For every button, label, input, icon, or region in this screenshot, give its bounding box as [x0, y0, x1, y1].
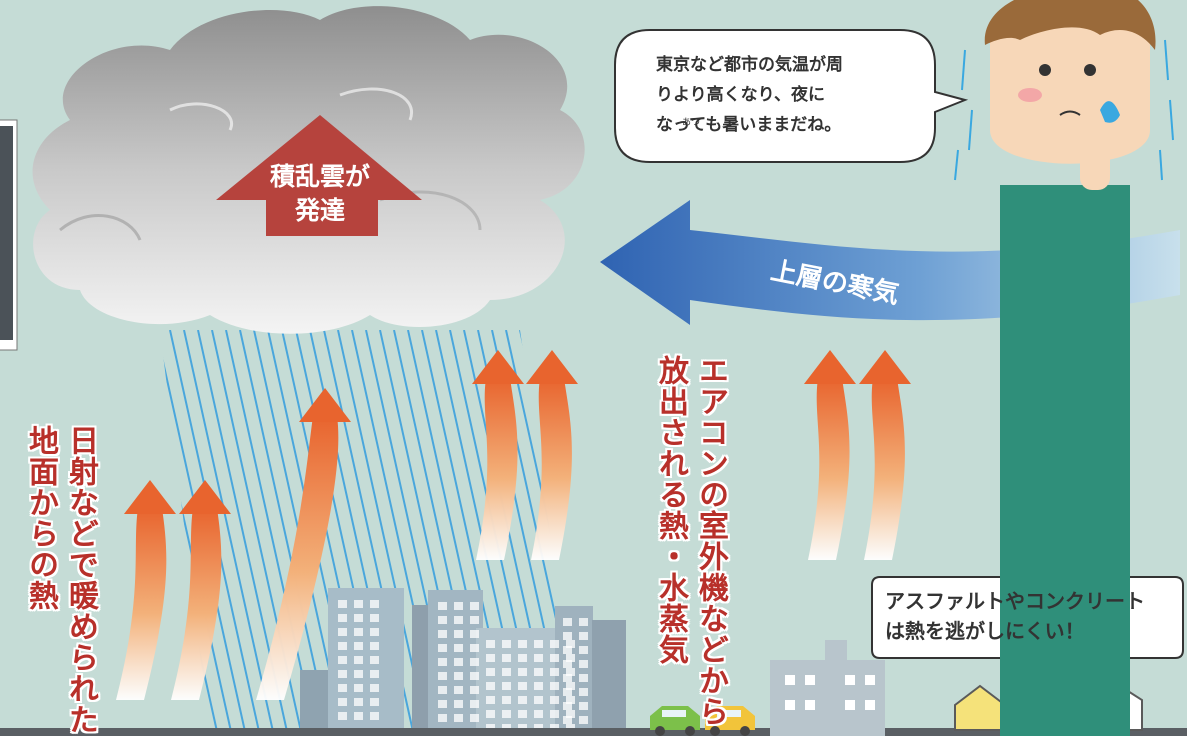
- asphalt-line: アスファルトやコンクリート: [885, 589, 1145, 613]
- speech-line: なっても暑いままだね。: [656, 115, 842, 135]
- ruby-reading: あつ: [682, 118, 701, 128]
- heat-arrow-shaft: [171, 508, 222, 700]
- ground-heat-label: 日射などで暖められた 地面からの熱: [20, 425, 100, 735]
- buildings: [0, 588, 1187, 736]
- heat-arrow-shaft: [531, 378, 572, 560]
- ground-heat-line: 地面からの熱: [23, 425, 58, 611]
- speech-line: りより高くなり、夜に: [656, 85, 825, 105]
- heat-arrow-head: [179, 480, 231, 514]
- ac-heat-label: エアコンの室外機などから 放出される熱・水蒸気: [650, 355, 730, 727]
- heat-arrow-head: [124, 480, 176, 514]
- speech-line: 東京など都市の気温が周: [656, 55, 843, 75]
- asphalt-bubble-text: アスファルトやコンクリート は熱を逃がしにくい！: [885, 586, 1185, 646]
- speech-bubble: [614, 29, 969, 163]
- cumulonimbus-label: 積乱雲が 発達: [250, 160, 390, 228]
- heat-arrow-shaft: [864, 378, 905, 560]
- photo-fragment: [0, 119, 18, 351]
- heat-arrow-head: [859, 350, 911, 384]
- ac-heat-line: 放出される熱・水蒸気: [653, 355, 688, 665]
- cars: [650, 706, 755, 736]
- ac-heat-line: エアコンの室外機などから: [693, 355, 728, 727]
- heat-arrow-shaft: [256, 416, 339, 700]
- heat-arrow-head: [526, 350, 578, 384]
- heat-arrow-shaft: [116, 508, 167, 700]
- ground-heat-line: 日射などで暖められた: [63, 425, 98, 735]
- heat-arrow-head: [804, 350, 856, 384]
- cumulonimbus-label-line: 発達: [294, 196, 345, 225]
- heat-arrow-shaft: [808, 378, 850, 560]
- cloud-growth-arrow: [216, 115, 422, 236]
- heat-arrow-head: [299, 388, 351, 422]
- heat-arrow-shaft: [476, 378, 518, 560]
- boy-illustration: [954, 0, 1174, 736]
- speech-bubble-text: 東京など都市の気温が周 りより高くなり、夜に なっても暑いままだね。: [656, 50, 886, 140]
- cumulonimbus-label-line: 積乱雲が: [269, 162, 370, 191]
- heat-arrow-head: [472, 350, 524, 384]
- asphalt-line: は熱を逃がしにくい！: [885, 619, 1085, 643]
